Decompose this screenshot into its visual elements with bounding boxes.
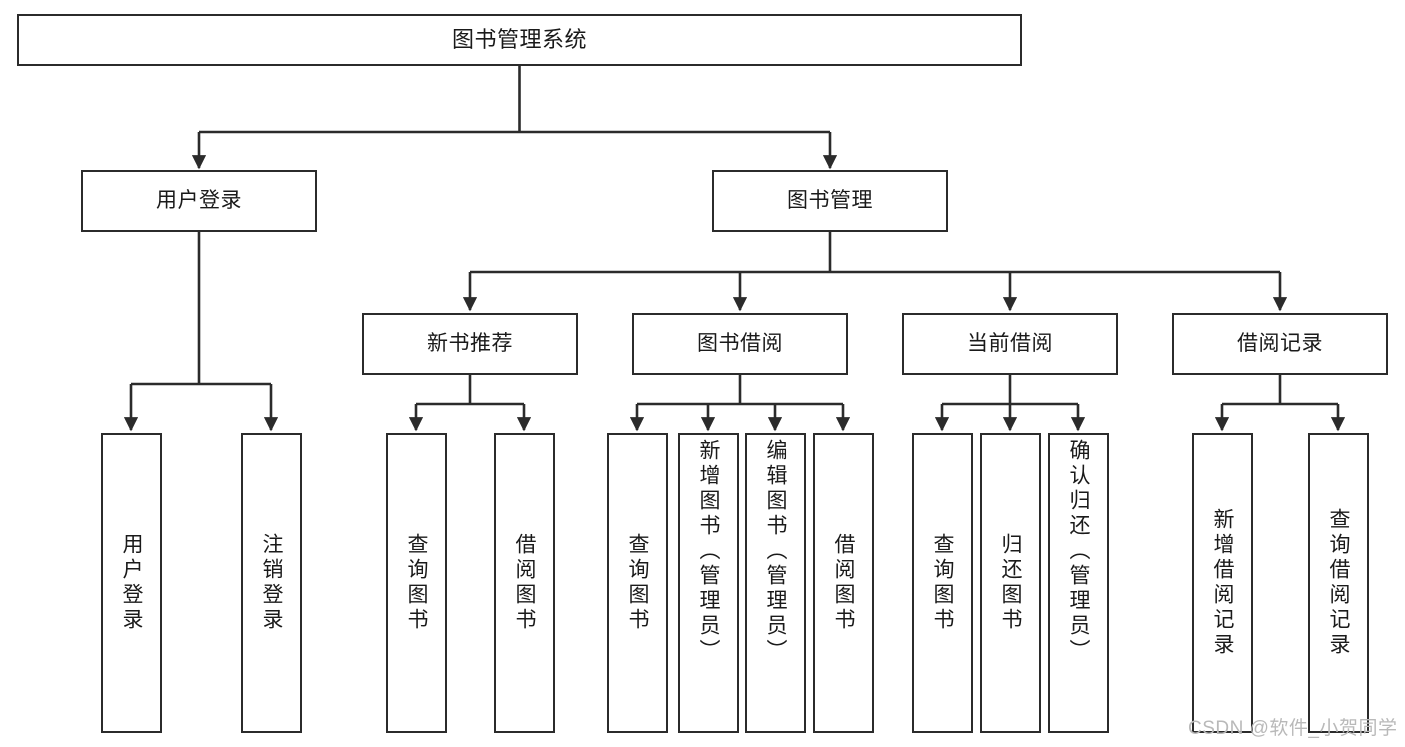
node-label: 图书借阅	[697, 331, 783, 355]
node-current-borrow[interactable]: 当前借阅	[902, 313, 1118, 375]
leaf-borrow-book-recommend[interactable]: 借阅图书	[494, 433, 555, 733]
node-label: 借阅图书	[832, 533, 855, 633]
node-label: 查询借阅记录	[1327, 508, 1350, 658]
node-label: 注销登录	[260, 533, 283, 633]
node-label: 编辑图书（管理员）	[764, 439, 787, 664]
leaf-query-borrow-record[interactable]: 查询借阅记录	[1308, 433, 1369, 733]
node-label: 用户登录	[120, 533, 143, 633]
node-label: 用户登录	[156, 188, 242, 212]
node-book-borrow[interactable]: 图书借阅	[632, 313, 848, 375]
node-label: 借阅记录	[1237, 331, 1323, 355]
node-label: 新增图书（管理员）	[697, 439, 720, 664]
node-user-login[interactable]: 用户登录	[81, 170, 317, 232]
node-label: 图书管理系统	[451, 27, 587, 53]
node-label: 新书推荐	[427, 331, 513, 355]
leaf-borrow-book[interactable]: 借阅图书	[813, 433, 874, 733]
node-label: 查询图书	[931, 533, 954, 633]
leaf-user-login[interactable]: 用户登录	[101, 433, 162, 733]
csdn-watermark: CSDN @软件_小贺同学	[1188, 718, 1398, 739]
node-label: 查询图书	[405, 533, 428, 633]
node-new-book-recommend[interactable]: 新书推荐	[362, 313, 578, 375]
leaf-return-book[interactable]: 归还图书	[980, 433, 1041, 733]
node-label: 借阅图书	[513, 533, 536, 633]
node-book-management[interactable]: 图书管理	[712, 170, 948, 232]
node-label: 归还图书	[999, 533, 1022, 633]
leaf-query-book-borrow[interactable]: 查询图书	[607, 433, 668, 733]
node-label: 查询图书	[626, 533, 649, 633]
node-root-system[interactable]: 图书管理系统	[17, 14, 1022, 66]
leaf-logout[interactable]: 注销登录	[241, 433, 302, 733]
node-label: 图书管理	[787, 188, 873, 212]
leaf-query-book-current[interactable]: 查询图书	[912, 433, 973, 733]
node-label: 确认归还（管理员）	[1067, 439, 1090, 664]
leaf-add-book-admin[interactable]: 新增图书（管理员）	[678, 433, 739, 733]
node-label: 当前借阅	[967, 331, 1053, 355]
leaf-query-book-recommend[interactable]: 查询图书	[386, 433, 447, 733]
node-label: 新增借阅记录	[1211, 508, 1234, 658]
leaf-confirm-return-admin[interactable]: 确认归还（管理员）	[1048, 433, 1109, 733]
leaf-edit-book-admin[interactable]: 编辑图书（管理员）	[745, 433, 806, 733]
leaf-add-borrow-record[interactable]: 新增借阅记录	[1192, 433, 1253, 733]
node-borrow-record[interactable]: 借阅记录	[1172, 313, 1388, 375]
